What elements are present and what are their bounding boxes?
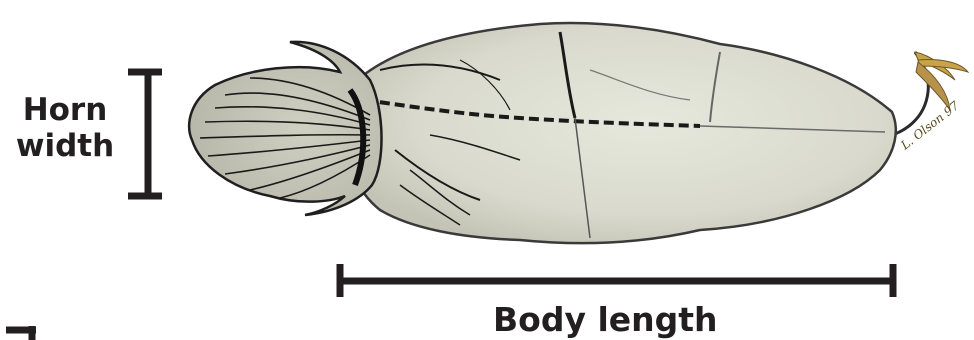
body-length-bracket bbox=[340, 264, 893, 297]
horn-width-label-line2: width bbox=[16, 128, 114, 164]
partial-bracket-mark bbox=[6, 326, 36, 340]
body-length-label: Body length bbox=[493, 300, 718, 340]
head-horn bbox=[189, 42, 381, 215]
horn-width-bracket bbox=[128, 70, 162, 198]
horn-width-label: Horn width bbox=[6, 92, 124, 164]
specimen-body bbox=[345, 23, 896, 243]
horn-width-label-line1: Horn bbox=[23, 92, 108, 128]
